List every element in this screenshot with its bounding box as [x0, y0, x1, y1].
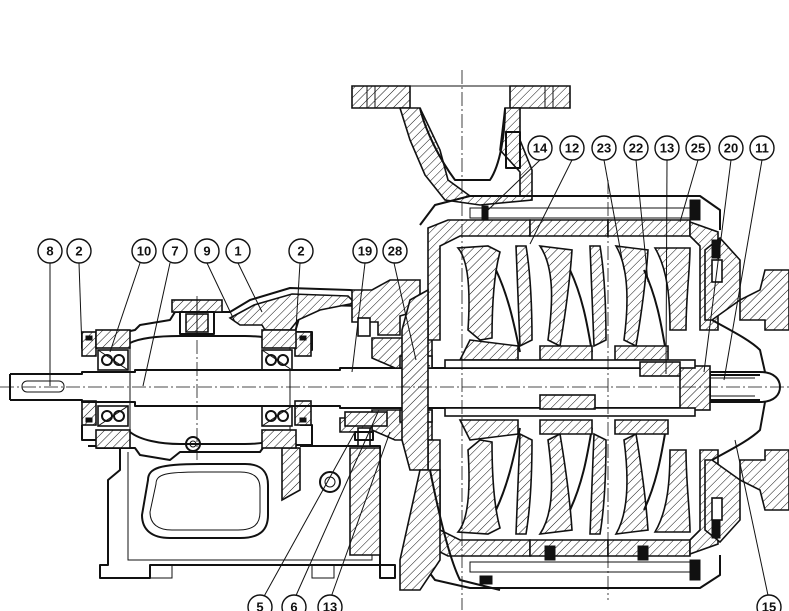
balloon-b-7: 7: [162, 238, 188, 264]
bearing-bracket-foot: [88, 445, 396, 579]
balloon-label: 28: [388, 244, 402, 259]
balloon-circle: [685, 135, 711, 161]
balloon-b-10: 10: [131, 238, 157, 264]
balloon-b-11: 11: [749, 135, 775, 161]
balloon-label: 2: [297, 244, 304, 259]
balloon-label: 25: [691, 141, 705, 156]
balloon-circle: [37, 238, 63, 264]
balloon-b-25: 25: [685, 135, 711, 161]
balloon-circle: [225, 238, 251, 264]
balloon-b-15: 15: [756, 594, 782, 611]
shaft: [9, 365, 781, 411]
end-cover-right: [704, 236, 789, 544]
balloon-circle: [718, 135, 744, 161]
balloon-b-28: 28: [382, 238, 408, 264]
balloon-circle: [162, 238, 188, 264]
balloon-b-9: 9: [194, 238, 220, 264]
discharge-flange-top: [351, 85, 571, 206]
balloon-label: 1: [234, 244, 241, 259]
balloon-label: 23: [597, 141, 611, 156]
balloon-label: 22: [629, 141, 643, 156]
balloon-label: 13: [660, 141, 674, 156]
balloon-b-8: 8: [37, 238, 63, 264]
balloon-b-12: 12: [559, 135, 585, 161]
balloon-b-1: 1: [225, 238, 251, 264]
balloon-label: 14: [533, 141, 548, 156]
balloon-b-13b: 13: [317, 594, 343, 611]
balloon-b-2b: 2: [288, 238, 314, 264]
right-bearing: [261, 349, 293, 427]
pump-casing: [399, 195, 721, 591]
balloon-label: 12: [565, 141, 579, 156]
balloon-circle: [247, 594, 273, 611]
balloon-label: 11: [755, 141, 769, 156]
balloon-label: 20: [724, 141, 738, 156]
balloon-label: 13: [323, 600, 337, 611]
balloon-circle: [654, 135, 680, 161]
balloon-label: 2: [75, 244, 82, 259]
bearing-housing: [81, 287, 373, 461]
balloon-label: 6: [290, 600, 297, 611]
balloon-circle: [131, 238, 157, 264]
leader-lines: [49, 159, 770, 601]
balloon-label: 9: [203, 244, 210, 259]
balloon-circle: [527, 135, 553, 161]
balloon-circle: [66, 238, 92, 264]
balloon-circle: [317, 594, 343, 611]
balloon-circle: [382, 238, 408, 264]
balloon-b-5: 5: [247, 594, 273, 611]
balloon-circle: [749, 135, 775, 161]
balloon-circle: [559, 135, 585, 161]
balloon-label: 19: [358, 244, 372, 259]
balloon-label: 15: [762, 600, 776, 611]
balloon-b-23: 23: [591, 135, 617, 161]
left-bearing: [97, 349, 129, 427]
balloon-circle: [756, 594, 782, 611]
balloon-circle: [194, 238, 220, 264]
balloon-b-6: 6: [281, 594, 307, 611]
balloon-label: 5: [256, 600, 263, 611]
balloon-label: 8: [46, 244, 53, 259]
balloon-circle: [591, 135, 617, 161]
balloon-circle: [281, 594, 307, 611]
balloon-circle: [288, 238, 314, 264]
balloon-circle: [623, 135, 649, 161]
balloon-label: 10: [137, 244, 151, 259]
balloon-circle: [352, 238, 378, 264]
balloon-label: 7: [171, 244, 178, 259]
balloon-b-19: 19: [352, 238, 378, 264]
balloon-b-2a: 2: [66, 238, 92, 264]
balloon-b-20: 20: [718, 135, 744, 161]
center-lines: [0, 70, 789, 610]
balloon-b-22: 22: [623, 135, 649, 161]
balloon-b-13a: 13: [654, 135, 680, 161]
balloon-b-14: 14: [527, 135, 553, 161]
